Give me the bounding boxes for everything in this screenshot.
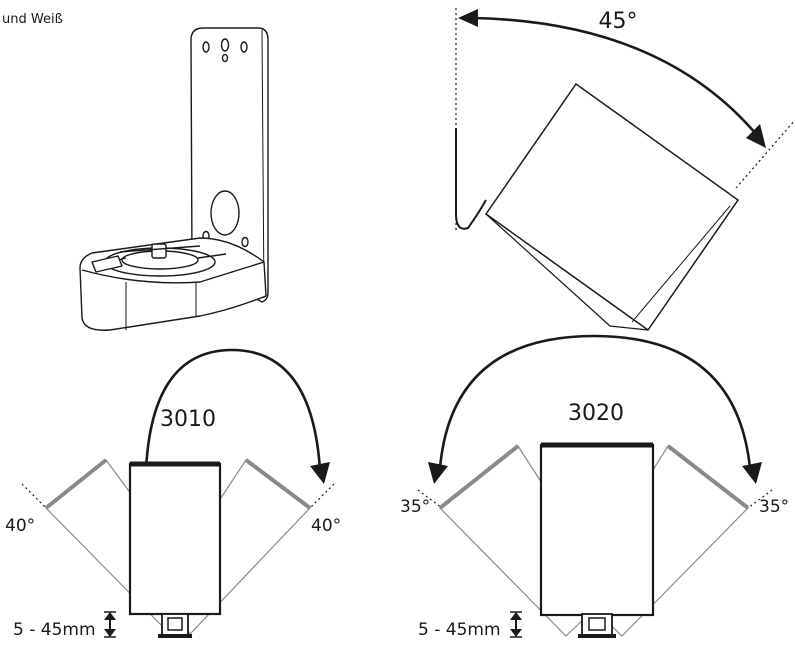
tilt-view-illustration xyxy=(455,8,795,332)
model-3020-depth-label: 5 - 45mm xyxy=(418,620,501,640)
caption-text: und Weiß xyxy=(2,12,63,27)
wall-bracket-illustration xyxy=(79,27,269,331)
swivel-3020-illustration xyxy=(417,334,773,638)
swivel-3010-illustration xyxy=(21,348,335,638)
model-3020-angle-right: 35° xyxy=(759,497,789,517)
model-3010-angle-left: 40° xyxy=(5,516,35,536)
model-3010-angle-right: 40° xyxy=(311,516,341,536)
model-3020-angle-left: 35° xyxy=(400,497,430,517)
model-3010-title: 3010 xyxy=(160,407,216,432)
tilt-angle-label: 45° xyxy=(599,9,638,34)
model-3020-title: 3020 xyxy=(568,401,624,426)
model-3010-depth-label: 5 - 45mm xyxy=(13,620,96,640)
